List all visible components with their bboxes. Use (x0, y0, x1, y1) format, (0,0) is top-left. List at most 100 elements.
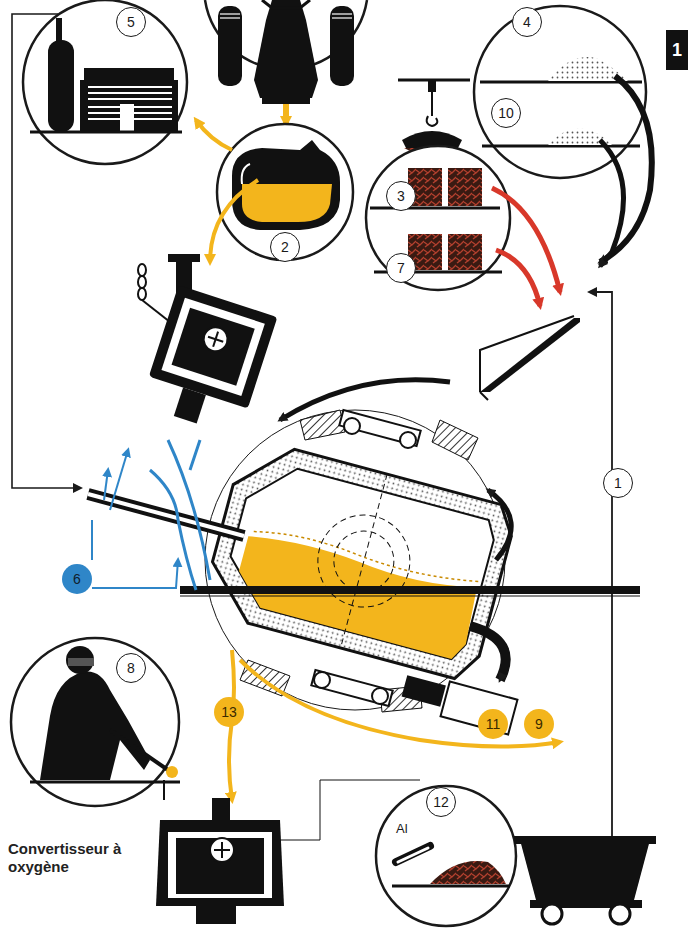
scrap-circle (366, 146, 560, 306)
scrap-crane-part (427, 116, 438, 126)
blast-furnace-circle-part (332, 13, 352, 14)
oxygen-converter-part (300, 410, 345, 440)
charging-ladle-part (140, 285, 278, 437)
charging-ladle-part (142, 300, 170, 322)
blast-furnace-circle-part (220, 17, 240, 18)
element-label: Al (396, 821, 408, 836)
deoxidiser-circle (376, 786, 516, 926)
callout-number: 2 (270, 232, 300, 262)
callout-number: 9 (524, 709, 554, 739)
callout-number: 8 (116, 653, 146, 683)
torpedo-ladle-circle-part (242, 164, 250, 184)
sampling-circle-part (166, 766, 178, 778)
oxygen-plant-circle-part (120, 104, 134, 132)
charging-ladle-part (138, 264, 146, 276)
oxygen-converter-part (180, 596, 640, 597)
tapping-ladle (156, 650, 560, 924)
oxygen-lance-part (150, 470, 196, 590)
charging-ladle-part (200, 324, 230, 354)
tapping-ladle-part (156, 820, 284, 906)
charging-ladle-part (172, 308, 255, 386)
charging-chute (480, 316, 580, 400)
blast-furnace-circle-part (220, 13, 240, 14)
oxygen-lance-part (110, 450, 128, 510)
slag-wagon-part (610, 904, 630, 924)
oxygen-converter-part (314, 672, 330, 688)
oxygen-converter-part (280, 380, 450, 420)
sampling-circle-part (110, 730, 168, 770)
tapping-ladle-part (240, 660, 560, 747)
slag-return-line (590, 292, 612, 840)
oxygen-converter-part (402, 675, 446, 707)
blast-furnace-circle-part (332, 17, 352, 18)
scrap-circle-part (366, 146, 510, 290)
slag-wagon-part (520, 840, 650, 900)
tapping-ladle-part (210, 838, 234, 862)
charging-ladle (138, 180, 277, 470)
charging-ladle-part (138, 264, 146, 300)
oxygen-plant-circle-part (80, 80, 178, 132)
charging-chute-part (480, 316, 574, 392)
blast-furnace-circle-part (283, 104, 289, 124)
oxygen-converter-part (180, 586, 640, 594)
callout-number: 5 (116, 7, 146, 37)
charging-ladle-part (138, 288, 146, 300)
charging-ladle-part (138, 276, 146, 288)
scrap-crane-part (428, 80, 436, 92)
additions-circle-part (600, 140, 624, 266)
sampling-circle-part (68, 658, 94, 666)
deoxidiser-circle-part (396, 846, 430, 862)
oxygen-converter (180, 380, 640, 735)
deoxidiser-circle-part (430, 861, 506, 884)
charging-chute-part (480, 318, 580, 392)
charging-ladle-part (168, 254, 200, 262)
oxygen-plant-circle-part (88, 86, 172, 132)
oxygen-lance-part (88, 494, 244, 536)
additions-circle-part (600, 76, 652, 262)
oxygen-lance (88, 440, 244, 590)
sampling-circle (11, 638, 180, 806)
oxygen-converter-part (341, 474, 388, 648)
tapping-ladle-part (168, 832, 272, 898)
oxygen-converter-part (470, 626, 506, 680)
oxygen-lance-part (88, 494, 244, 536)
callout-number: 11 (478, 709, 508, 739)
callout-number: 1 (603, 468, 633, 498)
oxygen-converter-part (311, 410, 420, 706)
callout-number: 3 (386, 181, 416, 211)
oxygen-lance-part (168, 440, 210, 580)
scrap-crane (398, 80, 470, 156)
oxygen-converter-part (488, 490, 511, 560)
oxygen-converter-part (231, 527, 481, 662)
oxygen-plant-circle-part (84, 68, 174, 80)
callout-number: 4 (512, 7, 542, 37)
deoxidiser-circle-part (398, 848, 428, 862)
tapping-ladle-part (176, 838, 264, 894)
scrap-crane-part (431, 92, 433, 116)
oxygen-plant-circle-part (56, 18, 62, 42)
oxygen-plant-circle-part (48, 40, 74, 132)
charging-chute-part (480, 392, 488, 400)
oxygen-converter-part (220, 458, 499, 662)
callout-number: 7 (386, 253, 416, 283)
tapping-ladle-part (212, 798, 230, 832)
scrap-circle-part (370, 207, 500, 210)
callout-number: 13 (214, 697, 244, 727)
scrap-circle-part (448, 168, 482, 206)
scrap-circle-part (448, 234, 482, 270)
sampling-circle-part (11, 638, 179, 806)
charging-ladle-part (149, 285, 278, 408)
torpedo-ladle-circle-part (242, 184, 332, 222)
oxygen-lance-part (92, 560, 178, 588)
deoxidiser-circle-part (392, 885, 510, 888)
oxygen-lance-part (104, 470, 108, 500)
oxygen-converter-part (400, 432, 416, 448)
oxygen-converter-part (372, 688, 388, 704)
oxygen-converter-part (254, 522, 479, 591)
blast-furnace-circle-part (218, 6, 242, 86)
charging-ladle-part (190, 440, 200, 470)
slag-wagon-part (542, 904, 562, 924)
deoxidiser-circle-part (376, 786, 516, 926)
